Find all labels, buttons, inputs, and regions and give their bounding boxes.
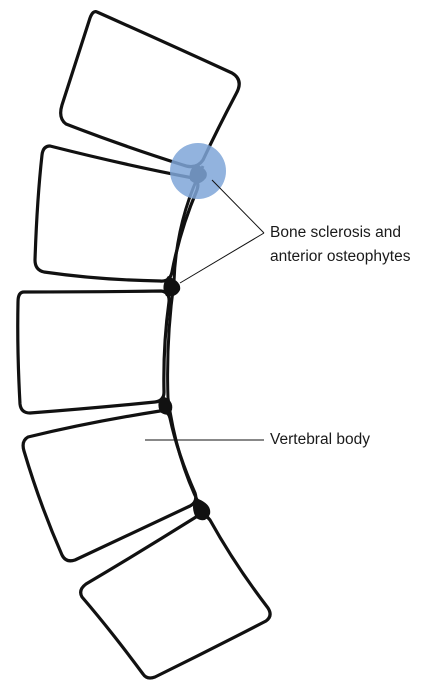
- sclerosis-leader-lower: [180, 233, 264, 283]
- sclerosis-highlight: [170, 143, 226, 199]
- osteophyte-3: [158, 396, 172, 415]
- vertebra-3: [18, 291, 169, 413]
- osteophyte-4: [193, 498, 210, 520]
- osteophyte-2: [163, 276, 180, 296]
- sclerosis-label-line2: anterior osteophytes: [270, 246, 410, 268]
- sclerosis-leader-upper: [212, 180, 264, 233]
- sclerosis-label-line1: Bone sclerosis and: [270, 222, 401, 244]
- vertebra-1: [61, 12, 240, 167]
- vertebral-body-label: Vertebral body: [270, 429, 370, 451]
